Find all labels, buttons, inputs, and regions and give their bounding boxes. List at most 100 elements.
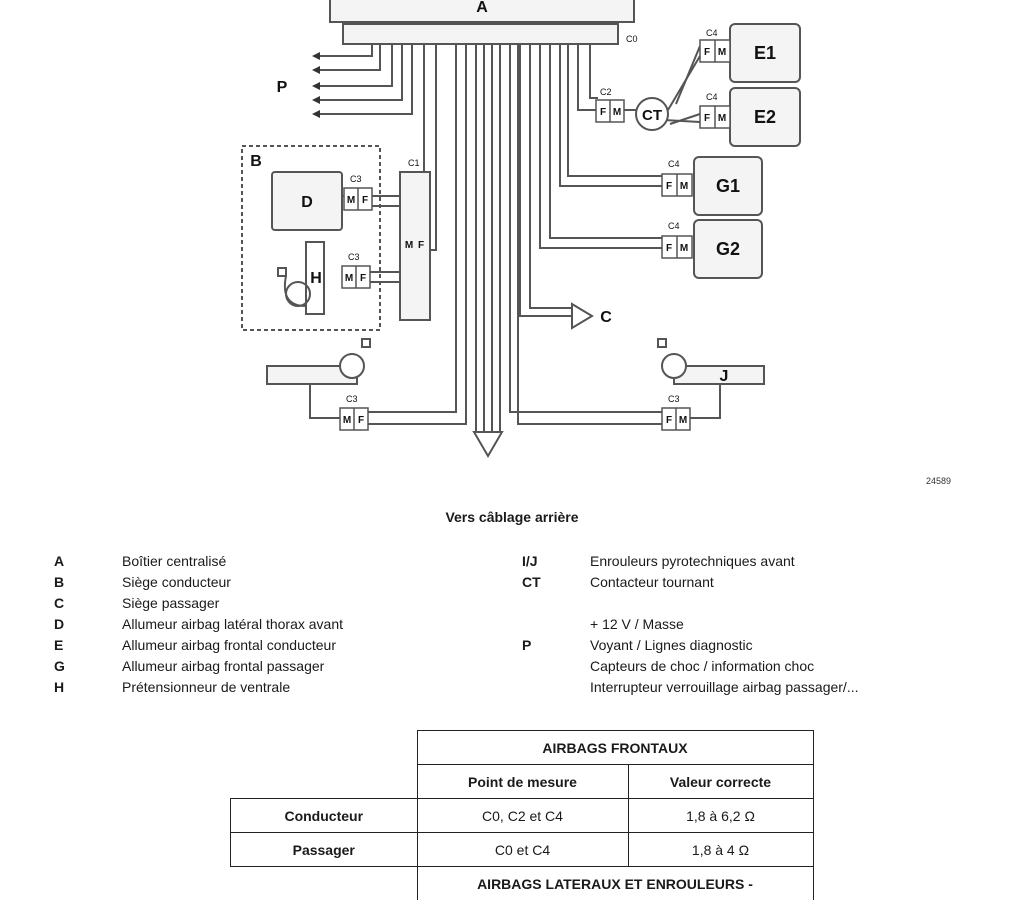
label-c0: C0	[626, 34, 638, 44]
legend-key: CT	[522, 574, 541, 590]
label-c3-h: C3	[348, 252, 360, 262]
wiring-diagram: A P B D H C J E1 E2 G1 G2 CT C0 C1 C4 C4…	[241, 0, 801, 458]
ct-circle	[635, 97, 669, 131]
label-p: P	[277, 79, 288, 96]
pin-d-f: F	[362, 195, 368, 206]
label-ct: CT	[642, 107, 662, 124]
cell-point: C0 et C4	[416, 832, 629, 867]
table-title-frontal: AIRBAGS FRONTAUX	[416, 730, 814, 765]
label-c4-e1: C4	[706, 28, 718, 38]
legend-text: Allumeur airbag frontal passager	[122, 658, 325, 674]
label-d: D	[301, 194, 313, 211]
arrow-c	[571, 302, 594, 330]
pin-e2-m: M	[718, 113, 726, 124]
connector-c1	[399, 171, 431, 321]
label-c3-d: C3	[350, 174, 362, 184]
pin-g2-f: F	[666, 243, 672, 254]
legend-text: Prétensionneur de ventrale	[122, 679, 291, 695]
legend-item: P Voyant / Lignes diagnostic	[522, 635, 858, 656]
measurement-table: AIRBAGS FRONTAUX Point de mesure Valeur …	[230, 730, 814, 900]
pin-i-m: M	[343, 415, 351, 426]
pin-h-f: F	[360, 273, 366, 284]
label-b: B	[250, 153, 262, 170]
pin-j-f: F	[666, 415, 672, 426]
legend-key	[522, 614, 590, 635]
legend-key: E	[54, 637, 64, 653]
pin-i-f: F	[358, 415, 364, 426]
pin-e1-f: F	[704, 47, 710, 58]
pin-c1-m: M	[405, 240, 413, 251]
table-row: Passager C0 et C4 1,8 à 4 Ω	[230, 832, 814, 867]
cell-value: 1,8 à 4 Ω	[627, 832, 814, 867]
label-g1: G1	[716, 176, 740, 196]
wire-i	[368, 44, 457, 413]
pin-c2-f: F	[600, 107, 606, 118]
label-c1: C1	[408, 158, 420, 168]
pin-c1-f: F	[418, 240, 424, 251]
legend-key: G	[54, 658, 65, 674]
connector-c0	[342, 23, 619, 45]
table-title-lateral: AIRBAGS LATERAUX ET ENROULEURS -	[416, 866, 814, 900]
col-header-point: Point de mesure	[416, 764, 629, 799]
pin-e1-m: M	[718, 47, 726, 58]
pin-e2-f: F	[704, 113, 710, 124]
wire-c1-b	[430, 44, 437, 251]
legend-text: Allumeur airbag latéral thorax avant	[122, 616, 344, 632]
box-g2	[693, 219, 763, 279]
legend-text: Voyant / Lignes diagnostic	[590, 637, 753, 653]
wire-j	[509, 44, 664, 413]
pin-g2-m: M	[680, 243, 688, 254]
pin-d-m: M	[347, 195, 355, 206]
label-e2: E2	[754, 107, 776, 127]
pin-j-m: M	[679, 415, 687, 426]
label-e1: E1	[754, 43, 776, 63]
row-label: Conducteur	[230, 798, 418, 833]
legend-text: Capteurs de choc / information choc	[590, 658, 815, 674]
legend-key: B	[54, 574, 65, 590]
legend-item: CT Contacteur tournant	[522, 572, 858, 593]
legend-key: P	[522, 637, 532, 653]
table-row: Conducteur C0, C2 et C4 1,8 à 6,2 Ω	[230, 798, 814, 833]
legend-text: Enrouleurs pyrotechniques avant	[590, 553, 795, 569]
figure-id: 24589	[926, 476, 952, 486]
legend-key	[522, 656, 590, 677]
label-g2: G2	[716, 239, 740, 259]
legend-key	[522, 677, 590, 698]
label-c4-g1: C4	[668, 159, 680, 169]
legend-item: Capteurs de choc / information choc	[522, 656, 858, 677]
wire-c	[519, 44, 572, 317]
label-a: A	[476, 0, 488, 16]
legend-text: + 12 V / Masse	[590, 616, 684, 632]
pin-g1-m: M	[680, 181, 688, 192]
cell-point: C0, C2 et C4	[416, 798, 629, 833]
box-g1	[693, 156, 763, 216]
p-lines	[318, 44, 413, 115]
row-label: Passager	[230, 832, 418, 867]
legend-item: I/J Enrouleurs pyrotechniques avant	[522, 551, 858, 572]
legend-text: Boîtier centralisé	[122, 553, 227, 569]
label-j: J	[720, 368, 729, 385]
legend-text: Contacteur tournant	[590, 574, 714, 590]
label-c2: C2	[600, 87, 612, 97]
legend-key: D	[54, 616, 65, 632]
unit-a-box	[329, 0, 635, 23]
wire-c2	[577, 44, 598, 111]
diagram-caption: Vers câblage arrière	[445, 509, 579, 525]
legend-item: A Boîtier centralisé	[54, 551, 343, 572]
legend-text: Allumeur airbag frontal conducteur	[122, 637, 337, 653]
legend-key: I/J	[522, 553, 538, 569]
legend-key: A	[54, 553, 65, 569]
label-h: H	[310, 270, 322, 287]
legend-key: H	[54, 679, 65, 695]
label-c4-g2: C4	[668, 221, 680, 231]
cell-value: 1,8 à 6,2 Ω	[627, 798, 814, 833]
pin-c2-m: M	[613, 107, 621, 118]
legend-item: G Allumeur airbag frontal passager	[54, 656, 343, 677]
wire-c1-a	[423, 44, 430, 191]
legend-item: + 12 V / Masse	[522, 614, 858, 635]
arrow-rear	[472, 431, 504, 458]
label-c4-e2: C4	[706, 92, 718, 102]
